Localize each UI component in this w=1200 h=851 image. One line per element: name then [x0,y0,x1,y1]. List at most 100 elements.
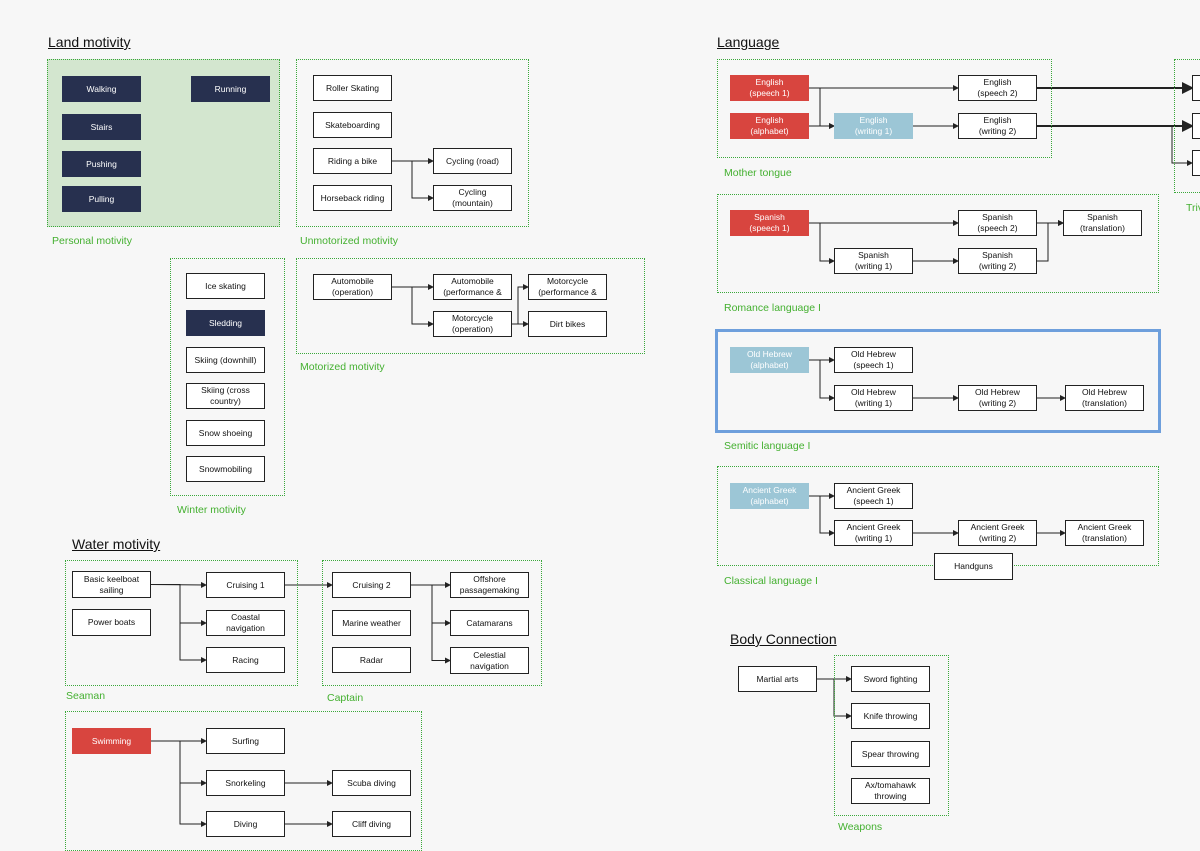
group-seaman[interactable] [65,560,298,686]
node-label: English (speech 2) [977,77,1018,98]
node-pushing[interactable]: Pushing [62,151,141,177]
node-label: English (writing 2) [978,115,1017,136]
node-running[interactable]: Running [191,76,270,102]
group-label-mother: Mother tongue [724,167,792,179]
group-semitic-language[interactable] [715,329,1161,433]
node-english-alphabet[interactable]: English (alphabet) [730,113,809,139]
node-automobile-operation[interactable]: Automobile (operation) [313,274,392,300]
node-spear-throwing[interactable]: Spear throwing [851,741,930,767]
node-catamarans[interactable]: Catamarans [450,610,529,636]
node-old-hebrew-speech-1[interactable]: Old Hebrew (speech 1) [834,347,913,373]
node-label: Coastal navigation [226,612,265,633]
node-label: Skiing (cross country) [201,385,250,406]
node-trivium-3[interactable] [1192,150,1200,176]
node-label: Motorcycle (operation) [451,313,494,334]
node-label: Snowmobiling [199,463,252,474]
node-handguns[interactable]: Handguns [934,553,1013,580]
node-swimming[interactable]: Swimming [72,728,151,754]
node-trivium-2[interactable] [1192,113,1200,139]
section-title-body: Body Connection [730,631,837,647]
node-radar[interactable]: Radar [332,647,411,673]
node-basic-keelboat-sailing[interactable]: Basic keelboat sailing [72,571,151,598]
node-label: Automobile (performance & [443,276,502,297]
node-english-speech-2[interactable]: English (speech 2) [958,75,1037,101]
node-label: Old Hebrew (writing 1) [851,387,896,408]
node-horseback-riding[interactable]: Horseback riding [313,185,392,211]
node-spanish-translation[interactable]: Spanish (translation) [1063,210,1142,236]
node-old-hebrew-writing-1[interactable]: Old Hebrew (writing 1) [834,385,913,411]
group-romance-language[interactable] [717,194,1159,293]
node-ancient-greek-translation[interactable]: Ancient Greek (translation) [1065,520,1144,546]
node-sword-fighting[interactable]: Sword fighting [851,666,930,692]
node-surfing[interactable]: Surfing [206,728,285,754]
node-spanish-writing-1[interactable]: Spanish (writing 1) [834,248,913,274]
node-label: Cycling (road) [446,155,499,166]
node-label: Ancient Greek (alphabet) [742,485,797,506]
node-cliff-diving[interactable]: Cliff diving [332,811,411,837]
node-trivium-1[interactable] [1192,75,1200,101]
node-label: Ax/tomahawk throwing [864,780,917,801]
node-power-boats[interactable]: Power boats [72,609,151,636]
node-spanish-speech-1[interactable]: Spanish (speech 1) [730,210,809,236]
node-ancient-greek-alphabet[interactable]: Ancient Greek (alphabet) [730,483,809,509]
node-knife-throwing[interactable]: Knife throwing [851,703,930,729]
node-snow-shoeing[interactable]: Snow shoeing [186,420,265,446]
node-label: Spanish (writing 2) [978,250,1017,271]
node-label: Surfing [232,735,259,746]
node-cycling-mountain[interactable]: Cycling (mountain) [433,185,512,211]
group-weapons[interactable] [834,655,949,816]
node-cruising-1[interactable]: Cruising 1 [206,572,285,598]
node-marine-weather[interactable]: Marine weather [332,610,411,636]
node-scuba-diving[interactable]: Scuba diving [332,770,411,796]
node-spanish-writing-2[interactable]: Spanish (writing 2) [958,248,1037,274]
node-dirt-bikes[interactable]: Dirt bikes [528,311,607,337]
group-mother-tongue[interactable] [717,59,1052,158]
node-celestial-navigation[interactable]: Celestial navigation [450,647,529,674]
node-old-hebrew-translation[interactable]: Old Hebrew (translation) [1065,385,1144,411]
node-pulling[interactable]: Pulling [62,186,141,212]
node-ancient-greek-speech-1[interactable]: Ancient Greek (speech 1) [834,483,913,509]
node-spanish-speech-2[interactable]: Spanish (speech 2) [958,210,1037,236]
node-racing[interactable]: Racing [206,647,285,673]
node-old-hebrew-alphabet[interactable]: Old Hebrew (alphabet) [730,347,809,373]
node-snowmobiling[interactable]: Snowmobiling [186,456,265,482]
group-captain[interactable] [322,560,542,686]
group-classical-language[interactable] [717,466,1159,566]
node-label: Ancient Greek (writing 1) [846,522,901,543]
node-sledding[interactable]: Sledding [186,310,265,336]
node-english-speech-1[interactable]: English (speech 1) [730,75,809,101]
node-coastal-navigation[interactable]: Coastal navigation [206,610,285,636]
node-walking[interactable]: Walking [62,76,141,102]
node-label: Power boats [87,617,136,627]
group-winter-motivity[interactable] [170,258,285,496]
node-offshore-passagemaking[interactable]: Offshore passagemaking [450,572,529,598]
node-ancient-greek-writing-2[interactable]: Ancient Greek (writing 2) [958,520,1037,546]
node-snorkeling[interactable]: Snorkeling [206,770,285,796]
node-riding-a-bike[interactable]: Riding a bike [313,148,392,174]
node-skiing-cross-country[interactable]: Skiing (cross country) [186,383,265,409]
node-motorcycle-operation[interactable]: Motorcycle (operation) [433,311,512,337]
node-axe-tomahawk-throwing[interactable]: Ax/tomahawk throwing [851,778,930,804]
node-skiing-downhill[interactable]: Skiing (downhill) [186,347,265,373]
node-motorcycle-performance[interactable]: Motorcycle (performance & [528,274,607,300]
node-english-writing-2[interactable]: English (writing 2) [958,113,1037,139]
node-label: Sword fighting [863,673,918,684]
group-motorized-motivity[interactable] [296,258,645,354]
node-skateboarding[interactable]: Skateboarding [313,112,392,138]
node-english-writing-1[interactable]: English (writing 1) [834,113,913,139]
node-label: Motorcycle (performance & [538,276,597,297]
node-cruising-2[interactable]: Cruising 2 [332,572,411,598]
node-ice-skating[interactable]: Ice skating [186,273,265,299]
node-old-hebrew-writing-2[interactable]: Old Hebrew (writing 2) [958,385,1037,411]
group-trivium[interactable] [1174,59,1200,193]
node-diving[interactable]: Diving [206,811,285,837]
node-label: Handguns [954,561,993,571]
node-cycling-road[interactable]: Cycling (road) [433,148,512,174]
group-unmotorized-motivity[interactable] [296,59,529,227]
node-automobile-performance[interactable]: Automobile (performance & [433,274,512,300]
node-stairs[interactable]: Stairs [62,114,141,140]
node-roller-skating[interactable]: Roller Skating [313,75,392,101]
node-martial-arts[interactable]: Martial arts [738,666,817,692]
node-label: Old Hebrew (writing 2) [975,387,1020,408]
node-ancient-greek-writing-1[interactable]: Ancient Greek (writing 1) [834,520,913,546]
